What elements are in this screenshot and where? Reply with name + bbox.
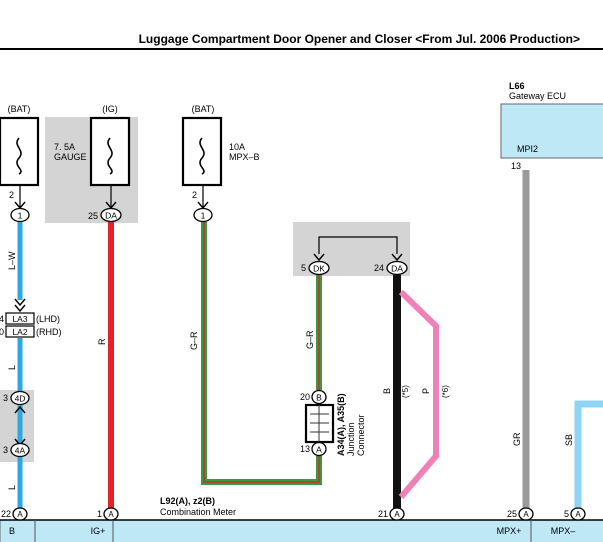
up-arrow-icons xyxy=(14,405,26,414)
wire-label-l1: L xyxy=(7,365,17,370)
fuse-bat-mpxb xyxy=(181,116,223,208)
wire-sb xyxy=(574,400,603,508)
fuse-name-mpxb: MPX–B xyxy=(229,152,260,162)
wire-label-r: R xyxy=(97,338,107,345)
meter-pin-conn: A xyxy=(394,510,400,519)
title-rule xyxy=(0,48,603,50)
junction-connector-name-2: Connector xyxy=(356,414,366,456)
pin-label: 3 xyxy=(3,445,8,455)
pin-label: 2 xyxy=(192,190,197,200)
conn-label: DK xyxy=(313,264,325,274)
fuse-rating-gauge: 7. 5A xyxy=(54,142,75,152)
wire-label-l2: L xyxy=(7,485,17,490)
wire-label-sb: SB xyxy=(564,434,574,446)
connector-4d xyxy=(10,390,30,406)
connector-da-ig xyxy=(100,207,122,223)
connector-1-left xyxy=(10,207,30,223)
meter-pin-5 xyxy=(570,507,586,521)
conn-label: DA xyxy=(105,211,117,221)
junction-connector-code: A34(A), A35(B) xyxy=(336,393,346,456)
meter-name: Combination Meter xyxy=(160,507,236,517)
connector-1-mpx xyxy=(193,207,213,223)
wire-label-gr: GR xyxy=(512,432,522,446)
meter-pin-number: 5 xyxy=(564,509,569,519)
wire-note-6: (*6) xyxy=(441,385,450,398)
pin-label: 24 xyxy=(374,263,384,273)
pin-label: 13 xyxy=(300,444,310,454)
ecu-name: Gateway ECU xyxy=(509,91,566,101)
wire-note-5: (*5) xyxy=(401,385,410,398)
conn-label: DA xyxy=(391,264,403,274)
diagram-title: Luggage Compartment Door Opener and Clos… xyxy=(138,32,580,46)
pin-label: 0 xyxy=(0,327,4,337)
wire-label-gr2: G–R xyxy=(305,330,315,349)
meter-pin-22 xyxy=(12,507,28,521)
connector-la3 xyxy=(5,312,35,325)
ecu-pin-number: 13 xyxy=(511,161,521,171)
conn-label: 1 xyxy=(18,211,23,221)
meter-pin-conn: A xyxy=(523,510,529,519)
meter-pin-1 xyxy=(103,507,119,521)
wire-label-b: B xyxy=(382,388,392,394)
meter-pin-label: MPX+ xyxy=(497,526,522,536)
la3-label: LA3 xyxy=(12,314,27,324)
ecu-code: L66 xyxy=(509,81,525,91)
fuse-name-gauge: GAUGE xyxy=(54,152,87,162)
meter-pin-number: 21 xyxy=(378,509,388,519)
meter-pin-conn: A xyxy=(575,510,581,519)
conn-label: B xyxy=(316,393,322,403)
fuse-rating-mpxb: 10A xyxy=(229,142,245,152)
la2-label: LA2 xyxy=(12,327,27,337)
conn-label: 4A xyxy=(15,446,26,456)
meter-pin-number: 22 xyxy=(1,509,11,519)
pin-label: 5 xyxy=(301,263,306,273)
pin-label: 3 xyxy=(3,393,8,403)
la2-note: (RHD) xyxy=(36,327,62,337)
conn-label: 4D xyxy=(15,394,26,404)
pin-label: 25 xyxy=(88,211,98,221)
pin-label: 4 xyxy=(0,314,4,324)
connector-b20 xyxy=(311,389,327,405)
meter-pin-25 xyxy=(518,507,534,521)
gateway-ecu-box xyxy=(500,103,603,159)
meter-pin-conn: A xyxy=(17,510,23,519)
fuse-bat-1 xyxy=(0,116,40,208)
meter-pin-label: B xyxy=(9,526,15,536)
meter-pin-label: IG+ xyxy=(91,526,106,536)
wire-p xyxy=(398,289,439,499)
meter-pin-number: 25 xyxy=(507,509,517,519)
ecu-pin-label: MPI2 xyxy=(517,144,538,154)
la3-note: (LHD) xyxy=(36,314,60,324)
junction-connector-grid xyxy=(310,405,329,442)
meter-pin-label: MPX– xyxy=(551,526,576,536)
supply-label-bat-2: (BAT) xyxy=(192,104,215,114)
connector-4a xyxy=(10,442,30,458)
junction-connector-name-1: Junction xyxy=(346,422,356,456)
wire-label-gr1: G–R xyxy=(189,331,199,350)
connector-dk xyxy=(308,260,330,276)
conn-label: A xyxy=(316,445,322,455)
pin-label: 2 xyxy=(9,190,14,200)
meter-code: L92(A), z2(B) xyxy=(160,496,215,506)
fuse-ig-gauge xyxy=(89,116,131,208)
connector-da-jb xyxy=(386,260,408,276)
wire-label-p: P xyxy=(421,388,431,394)
supply-label-ig: (IG) xyxy=(102,104,118,114)
meter-pin-number: 1 xyxy=(97,509,102,519)
meter-pin-conn: A xyxy=(108,510,114,519)
wire-label-lw: L–W xyxy=(7,251,17,270)
supply-label-bat-1: (BAT) xyxy=(8,104,31,114)
meter-pin-21 xyxy=(389,507,405,521)
conn-label: 1 xyxy=(201,211,206,221)
connector-la2 xyxy=(5,325,35,338)
pin-label: 20 xyxy=(300,392,310,402)
